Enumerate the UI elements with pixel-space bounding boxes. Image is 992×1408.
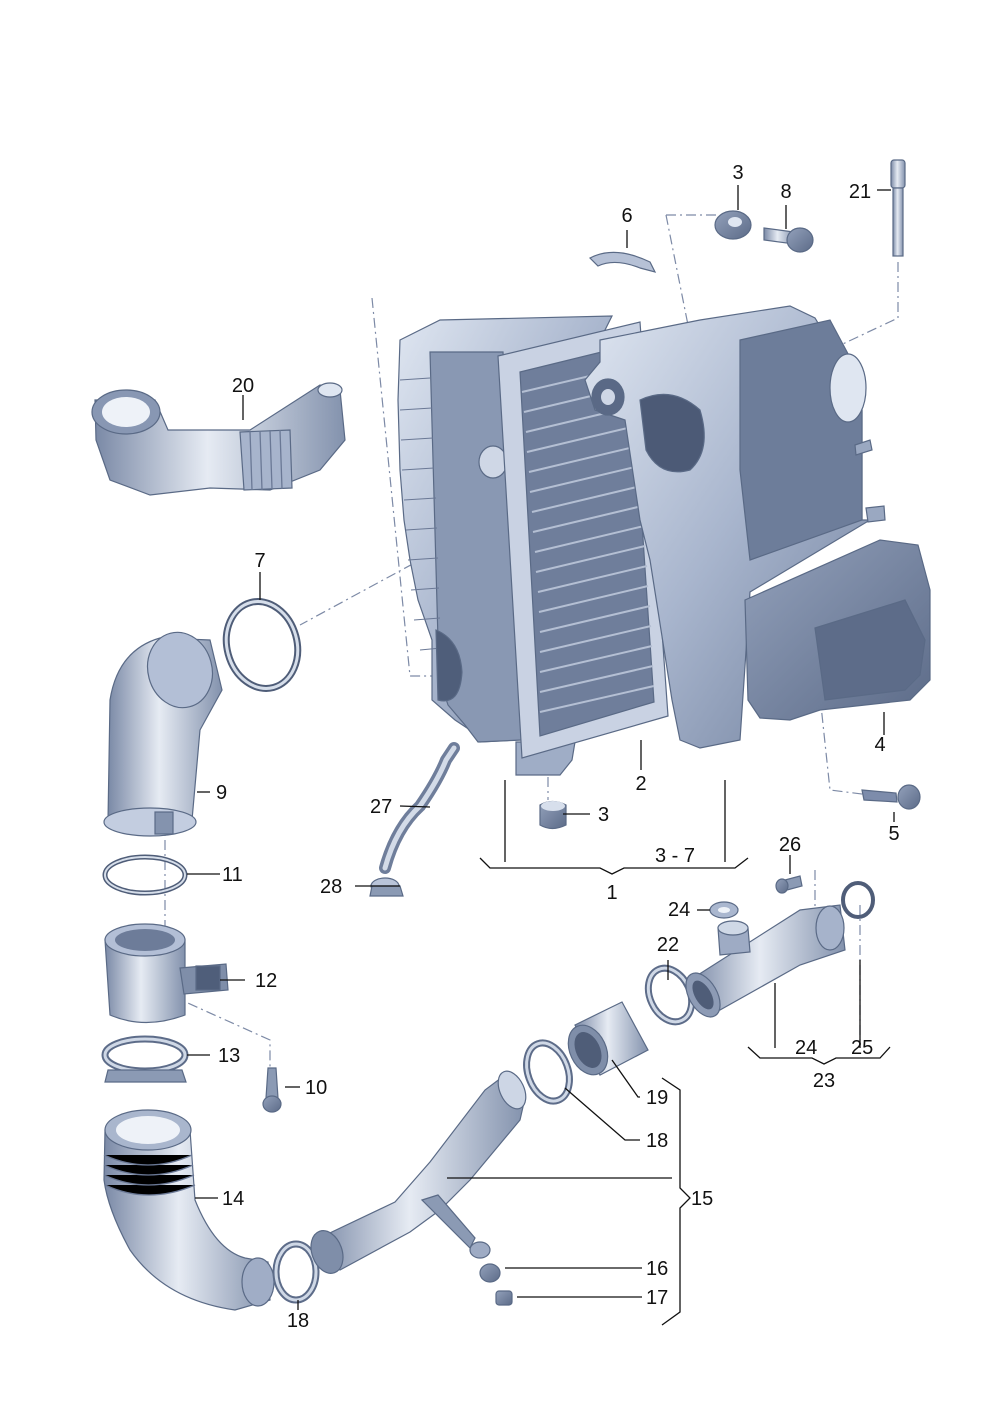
callout-5: 5 [888, 823, 899, 845]
callout-10: 10 [305, 1077, 327, 1099]
callout-17: 17 [646, 1287, 668, 1309]
callout-6: 6 [621, 205, 632, 227]
callout-26: 26 [779, 834, 801, 856]
callout-15: 15 [691, 1188, 713, 1210]
callout-13: 13 [218, 1045, 240, 1067]
callout-19: 19 [646, 1087, 668, 1109]
sleeve-19 [567, 1001, 649, 1076]
callout-16: 16 [646, 1258, 668, 1280]
callout-2: 2 [635, 773, 646, 795]
seal-25 [841, 881, 875, 919]
grommet-3-bottom [539, 800, 567, 830]
leader-lines [187, 185, 895, 1326]
air-filter-element [497, 321, 669, 759]
nut-16 [479, 1263, 501, 1283]
callout-8: 8 [780, 181, 791, 203]
seal-24 [709, 901, 739, 919]
callout-24-group: 24 [795, 1037, 817, 1059]
callout-7: 7 [254, 550, 265, 572]
clamp-18-lower [272, 1240, 320, 1304]
air-mass-meter-12 [104, 923, 229, 1024]
screw-26 [775, 875, 803, 894]
screw-5 [861, 784, 921, 810]
callout-24-seal: 24 [668, 899, 690, 921]
callout-23: 23 [813, 1070, 835, 1092]
callout-1: 1 [606, 882, 617, 904]
callout-14: 14 [222, 1188, 244, 1210]
callout-27: 27 [370, 796, 392, 818]
seal-7 [222, 598, 302, 692]
clamp-13 [101, 1035, 189, 1083]
callout-9: 9 [216, 782, 227, 804]
callout-18-lower: 18 [287, 1310, 309, 1332]
callout-18-upper: 18 [646, 1130, 668, 1152]
hose-14 [103, 1109, 275, 1311]
screw-10 [262, 1067, 282, 1113]
hose-27 [379, 742, 460, 874]
air-filter-housing-upper [584, 305, 873, 749]
grommet-3-top [714, 210, 752, 240]
bolt-21 [890, 159, 906, 257]
elbow-9 [103, 631, 223, 837]
callout-4: 4 [874, 734, 885, 756]
bolt-8 [763, 227, 814, 253]
pipe-15 [310, 1070, 527, 1274]
clamp-18-upper [523, 1039, 573, 1105]
seal-11 [102, 854, 188, 896]
air-filter-housing-lower [397, 315, 613, 776]
callout-labels: 3 8 21 6 20 7 9 11 12 13 10 14 18 27 28 … [216, 162, 900, 1332]
intake-pipe-20 [91, 382, 346, 496]
callout-12: 12 [255, 970, 277, 992]
callout-20: 20 [232, 375, 254, 397]
connecting-pipe-23 [685, 904, 846, 1018]
callout-3-7: 3 - 7 [655, 845, 695, 867]
cap-17 [495, 1290, 513, 1306]
callout-3-bottom: 3 [598, 804, 609, 826]
callout-21: 21 [849, 181, 871, 203]
callout-28: 28 [320, 876, 342, 898]
cover-shield [744, 505, 931, 721]
callout-25: 25 [851, 1037, 873, 1059]
clip-6 [588, 251, 657, 273]
callout-11: 11 [222, 864, 243, 886]
callout-3-top: 3 [732, 162, 743, 184]
clamp-28 [369, 877, 404, 897]
callout-22: 22 [657, 934, 679, 956]
